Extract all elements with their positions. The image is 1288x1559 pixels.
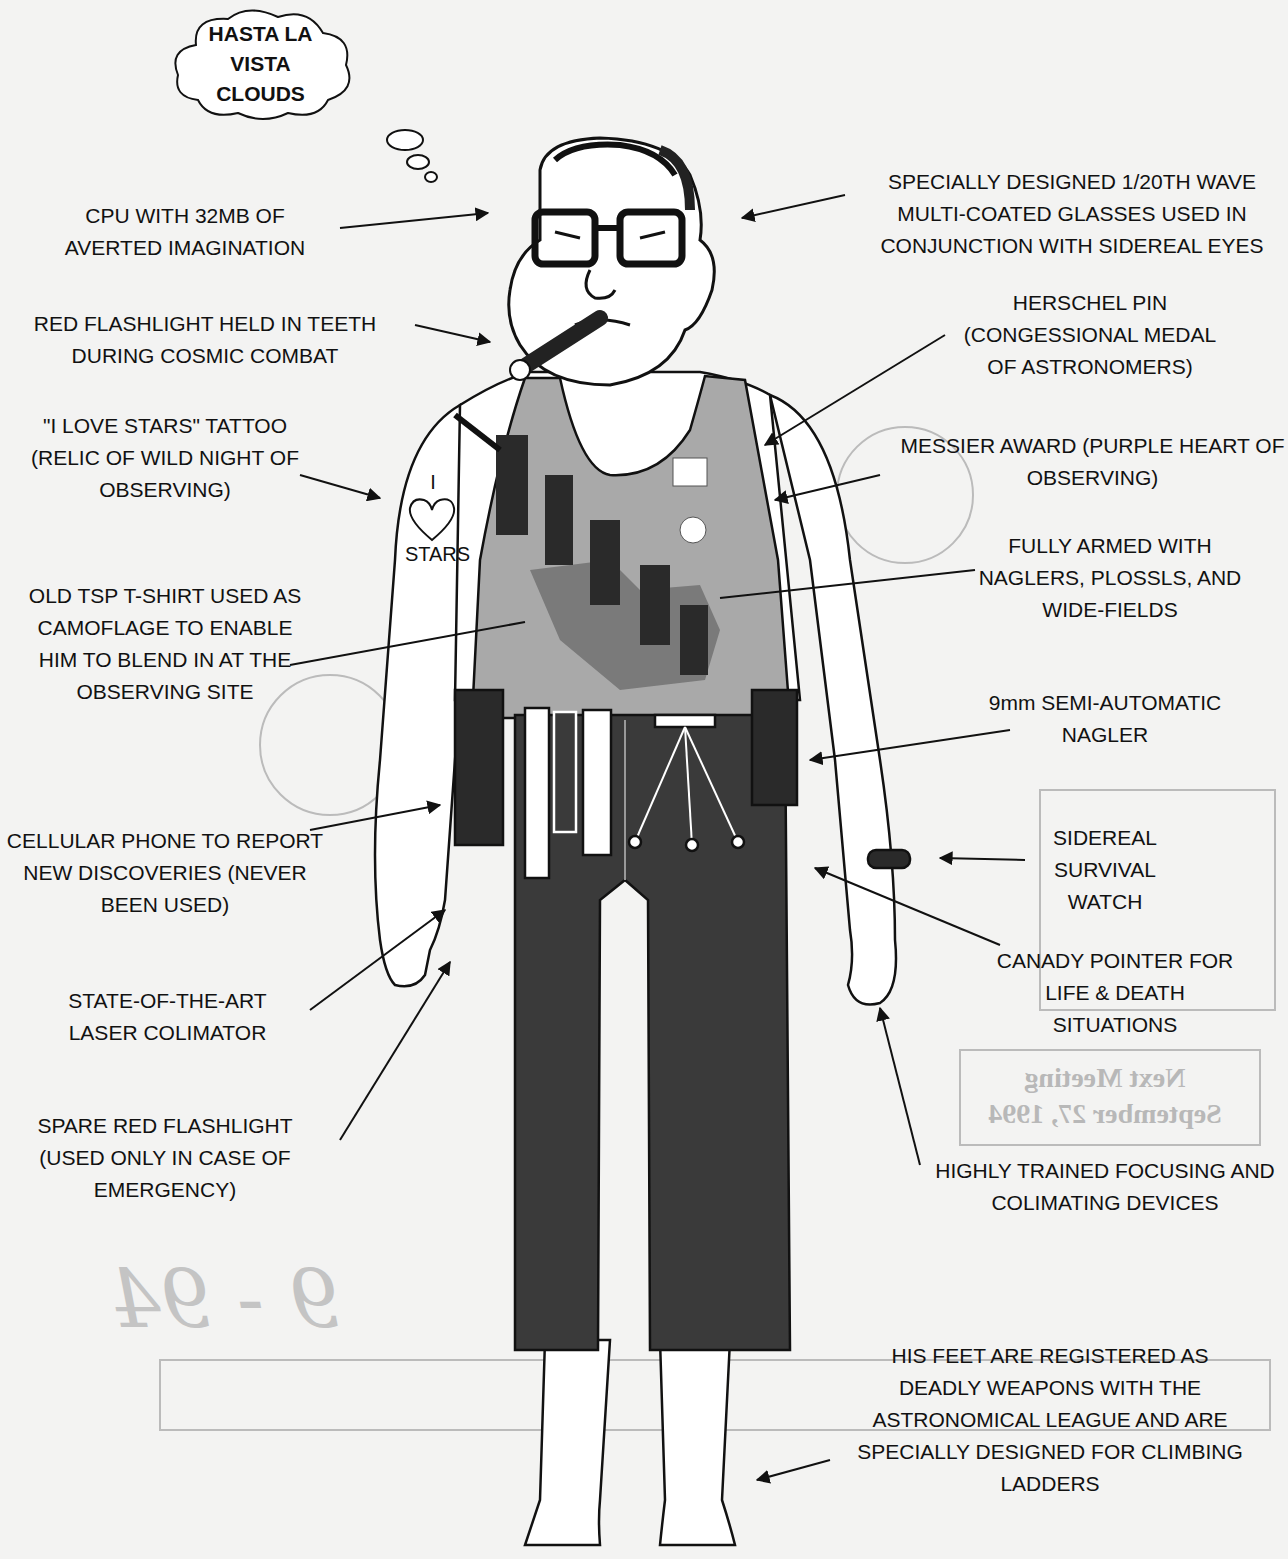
handwritten-note: 9 - 94 <box>60 1255 390 1345</box>
flashlight-in-teeth <box>510 318 600 380</box>
tattoo-text: STARS <box>395 538 480 570</box>
callout-text: SIDEREAL SURVIVAL WATCH <box>1030 822 1180 918</box>
cloud-text-wrap: HASTA LA VISTA CLOUDS <box>168 5 353 123</box>
tattoo-text: I <box>422 466 444 498</box>
cloud-text: HASTA LA VISTA CLOUDS <box>168 19 353 109</box>
callout-text: OLD TSP T-SHIRT USED AS CAMOFLAGE TO ENA… <box>25 580 305 708</box>
callout-text: CPU WITH 32MB OF AVERTED IMAGINATION <box>40 200 330 264</box>
callout-text: CELLULAR PHONE TO REPORT NEW DISCOVERIES… <box>0 825 330 921</box>
head <box>509 138 715 385</box>
bleed-through-text: Next Meeting September 27, 1994 <box>960 1060 1250 1132</box>
callout-text: FULLY ARMED WITH NAGLERS, PLOSSLS, AND W… <box>975 530 1245 626</box>
callout-text: 9mm SEMI-AUTOMATIC NAGLER <box>960 687 1250 751</box>
callout-text: SPECIALLY DESIGNED 1/20TH WAVE MULTI-COA… <box>862 166 1282 262</box>
thought-bubbles <box>387 130 437 182</box>
callout-text: HIGHLY TRAINED FOCUSING AND COLIMATING D… <box>935 1155 1275 1219</box>
belt-gear <box>455 690 910 878</box>
callout-text: MESSIER AWARD (PURPLE HEART OF OBSERVING… <box>900 430 1285 494</box>
callout-text: CANADY POINTER FOR LIFE & DEATH SITUATIO… <box>995 945 1235 1041</box>
figure <box>375 372 896 1545</box>
callout-text: HIS FEET ARE REGISTERED AS DEADLY WEAPON… <box>855 1340 1245 1500</box>
callout-text: HERSCHEL PIN (CONGESSIONAL MEDAL OF ASTR… <box>950 287 1230 383</box>
leader-arrows <box>290 195 1025 1480</box>
callout-text: SPARE RED FLASHLIGHT (USED ONLY IN CASE … <box>15 1110 315 1206</box>
callout-text: RED FLASHLIGHT HELD IN TEETH DURING COSM… <box>10 308 400 372</box>
tattoo-heart <box>410 499 454 540</box>
tank-top <box>455 376 790 718</box>
callout-text: "I LOVE STARS" TATTOO (RELIC OF WILD NIG… <box>25 410 305 506</box>
thought-cloud: HASTA LA VISTA CLOUDS <box>168 5 353 123</box>
callout-text: STATE-OF-THE-ART LASER COLIMATOR <box>50 985 285 1049</box>
